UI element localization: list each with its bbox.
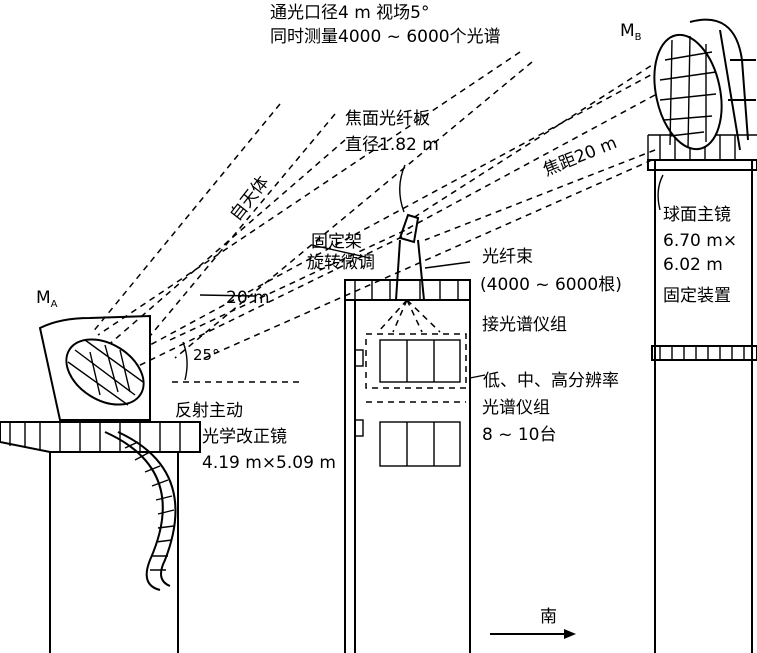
angle-arc [182,341,188,381]
leader-lines [199,164,664,379]
south-label: 南 [540,607,557,627]
mirror-a-desc-1: 反射主动 [175,401,243,421]
distance-20m-label: 20 m [226,288,270,308]
mirror-b-desc-3: 6.02 m [663,255,723,275]
mirror-a-desc-3: 4.19 m×5.09 m [202,453,336,473]
mirror-b-label: MB [620,21,642,43]
mirror-a-desc-2: 光学改正镜 [202,427,287,447]
mount-rotation-label: 旋转微调 [307,253,375,273]
spectrograph-group-label: 光谱仪组 [482,398,550,418]
focal-plate-title: 焦面光纤板 [345,109,430,129]
spectra-count-note: 同时测量4000 ~ 6000个光谱 [270,27,501,47]
mirror-a-label: MA [36,288,58,310]
spectrograph-resolution-label: 低、中、高分辨率 [483,371,619,391]
south-arrow [490,629,576,639]
mirror-b-desc-2: 6.70 m× [663,231,737,251]
aperture-note: 通光口径4 m 视场5° [270,3,430,23]
mirror-a-structure [0,314,201,653]
light-rays [91,51,661,383]
fiber-bundle-title: 光纤束 [482,247,533,267]
focal-length-label: 焦距20 m [540,133,619,181]
fiber-bundle-count: (4000 ~ 6000根) [480,275,622,295]
mirror-b-desc-1: 球面主镜 [663,205,731,225]
angle-label: 25° [193,346,220,364]
spectrograph-count-label: 8 ~ 10台 [482,425,557,445]
mount-fixed-label: 固定架 [311,232,362,252]
spectrograph-building [344,213,471,653]
mirror-b-desc-4: 固定装置 [663,286,731,306]
spectrograph-link-label: 接光谱仪组 [482,315,567,335]
focal-plate-diameter: 直径1.82 m [345,135,439,155]
mirror-b-structure [647,18,757,653]
